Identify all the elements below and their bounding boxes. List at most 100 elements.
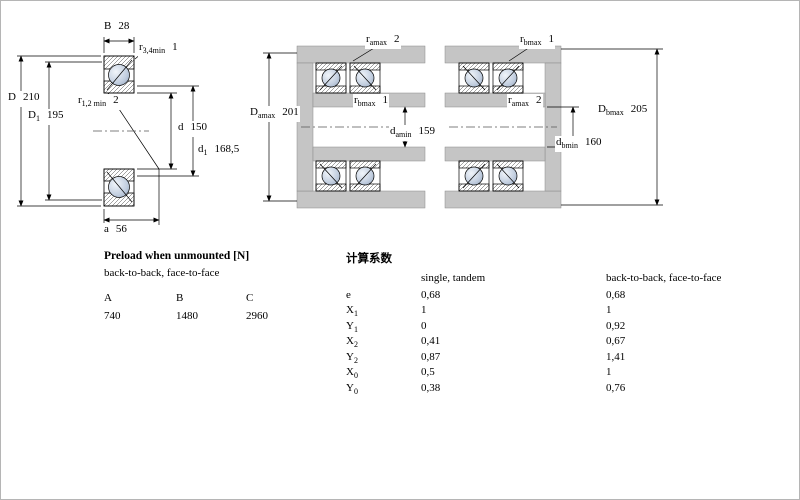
dim-value: 159 <box>418 125 436 137</box>
calc-row-value-1: 0,41 <box>421 335 441 347</box>
dim-subscript: bmax <box>605 108 624 118</box>
dim-subscript: amax <box>511 99 529 109</box>
dim-symbol: r <box>139 41 143 53</box>
dim-subscript: bmax <box>357 99 376 109</box>
calc-row: e 0,68 0,68 <box>1 289 799 303</box>
calc-row: X0 0,5 1 <box>1 366 799 380</box>
dim-symbol: r <box>78 94 82 106</box>
calc-row-value-2: 0,76 <box>606 382 626 394</box>
calc-row-value-2: 0,68 <box>606 289 626 301</box>
calc-title: 计算系数 <box>346 253 392 265</box>
dim-label-r12: r1,2 min 2 <box>77 94 120 111</box>
dim-subscript: amax <box>257 111 276 121</box>
calc-row-value-1: 0,5 <box>421 366 435 378</box>
preload-col-c: C <box>246 292 254 304</box>
calc-col2-header: back-to-back, face-to-face <box>606 272 722 284</box>
dim-symbol: D <box>250 106 258 118</box>
calc-row-value-2: 0,67 <box>606 335 626 347</box>
calc-row-label: X1 <box>346 304 358 318</box>
factor-subscript: 1 <box>353 309 358 319</box>
dim-label-damin: damin 159 <box>389 125 436 142</box>
calc-row-label: Y1 <box>346 320 358 334</box>
dim-value: 2 <box>113 94 119 106</box>
factor-subscript: 1 <box>353 325 358 335</box>
factor-subscript: 2 <box>353 340 358 350</box>
dim-value: 2 <box>536 94 542 106</box>
dim-subscript: amax <box>369 38 387 48</box>
dim-subscript: amin <box>395 130 412 140</box>
face-to-face-drawing <box>444 44 663 209</box>
dim-value: 150 <box>190 121 208 133</box>
calc-row: X2 0,41 0,67 <box>1 335 799 349</box>
preload-val-b: 1480 <box>176 310 198 322</box>
factor-subscript: 0 <box>353 371 358 381</box>
preload-subtitle: back-to-back, face-to-face <box>104 267 220 279</box>
calc-row: Y0 0,38 0,76 <box>1 382 799 396</box>
calc-row-label: Y2 <box>346 351 358 365</box>
preload-col-a: A <box>104 292 112 304</box>
dim-symbol: r <box>366 33 370 45</box>
dim-symbol: a <box>104 223 109 235</box>
dim-label-ramax-mid: ramax 2 <box>507 94 543 111</box>
calc-row: X1 1 1 <box>1 304 799 318</box>
calc-row-value-1: 1 <box>421 304 427 316</box>
calc-row-value-1: 0,68 <box>421 289 441 301</box>
factor-symbol: Y <box>346 320 354 332</box>
calc-row-value-1: 0,38 <box>421 382 441 394</box>
dim-symbol: d <box>178 121 184 133</box>
dim-value: 56 <box>115 223 127 235</box>
technical-drawings <box>17 37 663 225</box>
calc-row-value-2: 0,92 <box>606 320 626 332</box>
calc-row-value-2: 1,41 <box>606 351 626 363</box>
dim-symbol: r <box>508 94 512 106</box>
dim-value: 1 <box>548 33 554 45</box>
dim-value: 168,5 <box>214 143 240 155</box>
dim-symbol: d <box>556 136 562 148</box>
factor-subscript: 2 <box>353 356 358 366</box>
dim-subscript: 1,2 min <box>81 99 107 109</box>
dim-symbol: D <box>598 103 606 115</box>
calc-col1-header: single, tandem <box>421 272 486 284</box>
calc-row-value-1: 0,87 <box>421 351 441 363</box>
dim-symbol: d <box>198 143 204 155</box>
dim-subscript: 1 <box>35 114 40 124</box>
factor-symbol: X <box>346 366 354 378</box>
calc-row-label: X2 <box>346 335 358 349</box>
dim-value: 1 <box>172 41 178 53</box>
dim-symbol: d <box>390 125 396 137</box>
dim-symbol: B <box>104 20 112 32</box>
dim-value: 1 <box>382 94 388 106</box>
dim-subscript: 1 <box>203 148 208 158</box>
back-to-back-drawing <box>263 44 426 209</box>
dim-value: 210 <box>22 91 40 103</box>
preload-val-c: 2960 <box>246 310 268 322</box>
factor-symbol: Y <box>346 382 354 394</box>
calc-row-label: e <box>346 289 351 303</box>
calc-row: Y1 0 0,92 <box>1 320 799 334</box>
calc-row-value-2: 1 <box>606 366 612 378</box>
dim-label-d: d 150 <box>177 121 208 138</box>
dim-value: 160 <box>584 136 602 148</box>
dim-symbol: D <box>28 109 36 121</box>
calc-row-label: X0 <box>346 366 358 380</box>
dim-value: 28 <box>118 20 130 32</box>
factor-symbol: X <box>346 304 354 316</box>
dim-label-a: a 56 <box>103 223 128 240</box>
preload-val-a: 740 <box>104 310 121 322</box>
calc-row-label: Y0 <box>346 382 358 396</box>
factor-symbol: X <box>346 335 354 347</box>
dim-symbol: r <box>520 33 524 45</box>
ball-bottom <box>108 176 130 198</box>
dim-label-B: B 28 <box>103 20 131 37</box>
preload-title: Preload when unmounted [N] <box>104 250 250 262</box>
